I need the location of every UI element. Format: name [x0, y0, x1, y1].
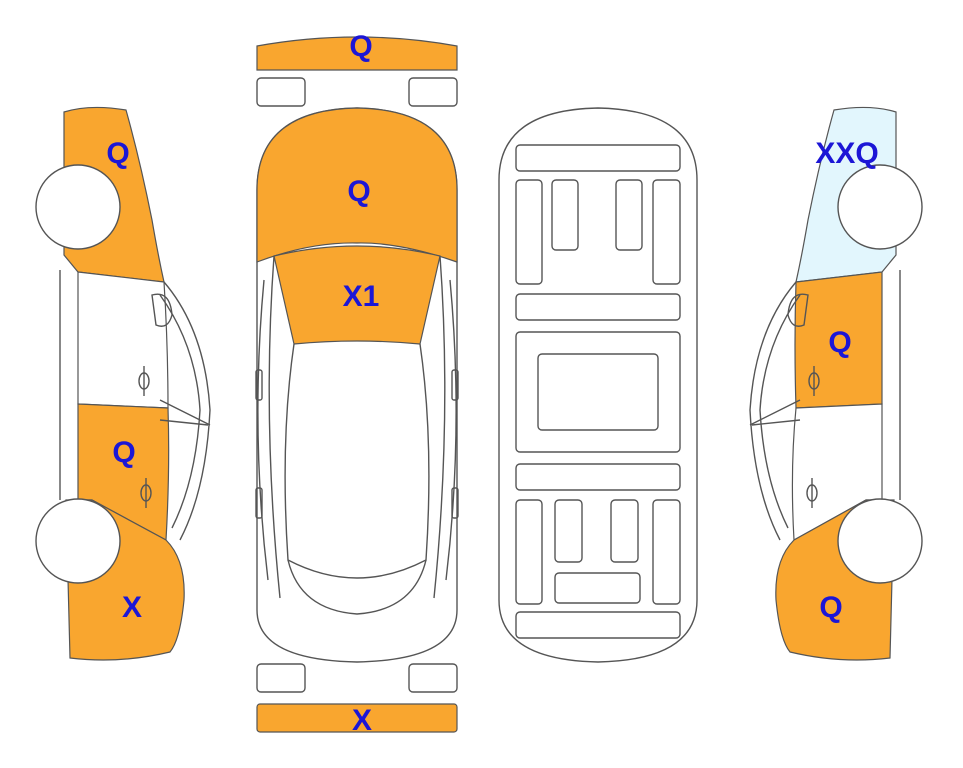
left-rear-door-code: Q: [112, 436, 135, 469]
right-front-door-code: Q: [828, 326, 851, 359]
left-side-view: Q Q X: [35, 106, 211, 661]
front-bumper-panel[interactable]: [256, 36, 458, 71]
right-rear-quarter-code: Q: [819, 591, 842, 624]
right-door-handle-front: [808, 366, 820, 396]
left-front-fender-code: Q: [106, 137, 129, 170]
windshield-code: X1: [343, 280, 380, 313]
hood-code: Q: [347, 175, 370, 208]
front-bumper-code: Q: [349, 30, 372, 63]
right-rear-wheel: [837, 498, 923, 584]
left-rear-quarter-code: X: [122, 591, 142, 624]
right-door-handle-rear: [806, 478, 818, 508]
rear-right-light: [408, 663, 458, 693]
rear-bumper-code: X: [352, 704, 372, 737]
right-front-fender-code: XXQ: [815, 137, 878, 170]
front-left-light: [256, 77, 306, 107]
hood-panel[interactable]: [256, 107, 458, 263]
left-front-door-panel[interactable]: [77, 271, 169, 409]
rear-bumper-panel[interactable]: [256, 703, 458, 733]
left-door-handle-front: [138, 366, 150, 396]
left-door-handle-rear: [140, 478, 152, 508]
left-rear-wheel: [35, 498, 121, 584]
left-front-wheel: [35, 164, 121, 250]
right-side-view: XXQ Q Q: [749, 106, 923, 661]
front-right-light: [408, 77, 458, 107]
rear-left-light: [256, 663, 306, 693]
right-front-wheel: [837, 164, 923, 250]
underbody-view: [498, 107, 698, 663]
top-view: Q Q X1 X: [255, 30, 459, 737]
